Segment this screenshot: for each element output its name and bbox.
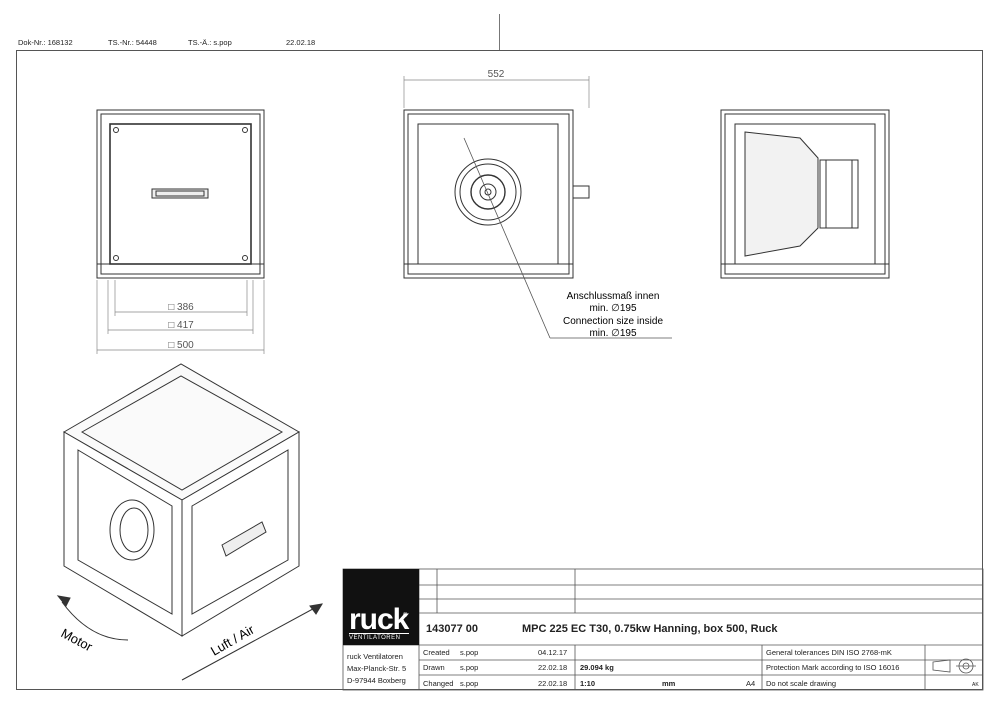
ruck-logo: ruck ® VENTILATOREN bbox=[343, 569, 419, 645]
scale: 1:10 bbox=[580, 679, 596, 688]
doc-number: Dok-Nr.: 168132 bbox=[18, 38, 73, 47]
created-by: s.pop bbox=[460, 648, 479, 657]
created-date: 04.12.17 bbox=[538, 648, 568, 657]
center-mark bbox=[499, 14, 500, 50]
dim-width: 552 bbox=[488, 69, 505, 80]
created-label: Created bbox=[423, 648, 450, 657]
company-line-3: D-97944 Boxberg bbox=[347, 676, 406, 685]
drawn-by: s.pop bbox=[460, 663, 479, 672]
front-view bbox=[96, 109, 265, 279]
logo-tagline: VENTILATOREN bbox=[349, 633, 409, 641]
ts-number: TS.-Nr.: 54448 bbox=[108, 38, 157, 47]
protection-note: Protection Mark according to ISO 16016 bbox=[766, 663, 900, 672]
dim-inner: □ 386 bbox=[168, 302, 194, 313]
projection-symbol-icon bbox=[932, 658, 976, 674]
corner-code: AK bbox=[972, 682, 979, 688]
article-number: 143077 00 bbox=[426, 623, 478, 635]
drawn-label: Drawn bbox=[423, 663, 445, 672]
unit: mm bbox=[662, 679, 676, 688]
side-view-inlet bbox=[403, 109, 672, 339]
motor-label: Motor bbox=[59, 625, 96, 654]
callout-de-2: min. ∅195 bbox=[589, 303, 637, 314]
drawing-frame bbox=[16, 50, 983, 690]
side-view-motor bbox=[720, 109, 890, 279]
company-line-1: ruck Ventilatoren bbox=[347, 652, 403, 661]
drawn-date: 22.02.18 bbox=[538, 663, 568, 672]
logo-name: ruck bbox=[349, 603, 409, 636]
header-date: 22.02.18 bbox=[286, 38, 316, 47]
paper-format: A4 bbox=[746, 679, 756, 688]
isometric-view bbox=[63, 363, 300, 637]
callout-en-2: min. ∅195 bbox=[589, 328, 637, 339]
company-line-2: Max-Planck-Str. 5 bbox=[347, 664, 407, 673]
changed-label: Changed bbox=[423, 679, 454, 688]
no-scale-note: Do not scale drawing bbox=[766, 679, 837, 688]
ts-change: TS.-Ä.: s.pop bbox=[188, 38, 232, 47]
drawing-title: MPC 225 EC T30, 0.75kw Hanning, box 500,… bbox=[522, 623, 778, 635]
tolerances: General tolerances DIN ISO 2768-mK bbox=[766, 648, 892, 657]
callout-de-1: Anschlussmaß innen bbox=[567, 291, 660, 302]
callout-en-1: Connection size inside bbox=[563, 316, 663, 327]
changed-date: 22.02.18 bbox=[538, 679, 568, 688]
dim-mid: □ 417 bbox=[168, 320, 194, 331]
logo-mark: ® bbox=[403, 613, 408, 619]
weight: 29.094 kg bbox=[580, 663, 614, 672]
dim-outer: □ 500 bbox=[168, 340, 194, 351]
changed-by: s.pop bbox=[460, 679, 479, 688]
